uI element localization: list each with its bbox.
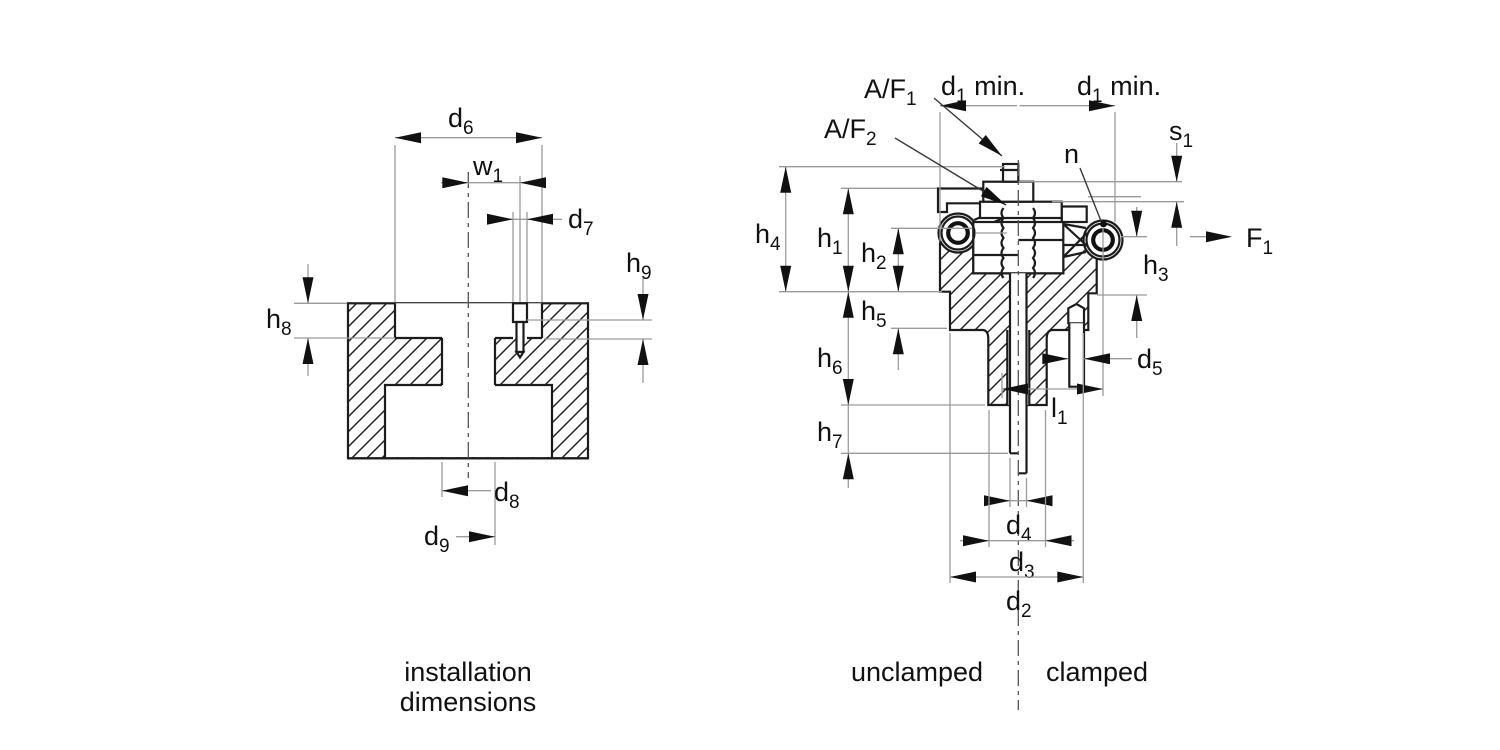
dim-h4: h4	[755, 166, 792, 292]
dim-label-n: n	[1064, 139, 1079, 169]
left-caption-line1: installation	[404, 657, 532, 687]
dim-label-h4: h4	[755, 219, 781, 255]
dim-label-h6: h6	[817, 343, 843, 379]
dim-d2: d2	[949, 333, 1084, 622]
dim-label-h8: h8	[266, 304, 292, 340]
dim-label-af2: A/F2	[824, 114, 877, 150]
dim-label-w1: w1	[472, 151, 503, 187]
dim-h2: h2	[861, 228, 904, 292]
dim-label-d1-right: d1 min.	[1077, 71, 1161, 107]
dim-s1: s1	[1169, 116, 1193, 246]
dim-label-f1: F1	[1246, 223, 1273, 259]
right-caption-unclamped: unclamped	[851, 657, 983, 687]
dim-label-h7: h7	[817, 417, 843, 453]
left-caption-line2: dimensions	[400, 687, 537, 717]
dim-d7: d7	[487, 204, 594, 302]
dim-label-h3: h3	[1143, 250, 1169, 286]
clamp-arm-clamped	[1060, 205, 1088, 224]
dim-label-d6: d6	[448, 103, 474, 139]
dim-label-h5: h5	[861, 296, 887, 332]
roller-left	[940, 215, 976, 251]
dim-d8: d8	[441, 462, 520, 545]
stud-collar	[978, 200, 1063, 220]
callout-n: n	[1064, 139, 1107, 228]
locating-pin	[511, 302, 529, 324]
dim-label-l1: l1	[1051, 393, 1068, 429]
right-caption-clamped: clamped	[1046, 657, 1148, 687]
dim-d3: d3	[960, 410, 1074, 583]
dim-h6: h6	[817, 291, 854, 405]
dim-d1-right: d1 min.	[1019, 71, 1161, 112]
dim-label-h9: h9	[626, 248, 652, 284]
callout-af2: A/F2	[824, 114, 1009, 210]
dim-d1-left: d1 min.	[940, 71, 1025, 112]
dim-w1: w1	[441, 151, 546, 189]
stud-head-af1	[1001, 162, 1020, 183]
dim-label-d1-left: d1 min.	[941, 71, 1025, 107]
dim-d4: d4	[984, 458, 1053, 546]
force-f1: F1	[1190, 223, 1273, 259]
dim-label-d7: d7	[568, 204, 594, 240]
dim-d9: d9	[424, 521, 495, 557]
dim-h5: h5	[861, 296, 904, 370]
dim-label-af1: A/F1	[864, 74, 917, 110]
dim-label-d8: d8	[494, 477, 520, 513]
dim-h7: h7	[817, 405, 854, 488]
dim-label-h1: h1	[817, 223, 843, 259]
dim-h3: h3	[1131, 207, 1169, 338]
thread-right	[1031, 207, 1037, 279]
right-section-view: d1 min. d1 min. A/F1 A/F2 n s1	[755, 71, 1273, 710]
callout-af1: A/F1	[864, 74, 1006, 161]
dim-label-h2: h2	[861, 238, 887, 274]
dim-d5: d5	[1042, 344, 1163, 380]
dim-label-d3: d3	[1009, 547, 1035, 583]
side-bolt-head	[1067, 302, 1086, 325]
n-index-dot	[1100, 220, 1107, 228]
dim-h9: h9	[527, 248, 652, 383]
dim-h8: h8	[266, 264, 395, 376]
dim-h1: h1	[817, 188, 854, 292]
left-section-view: d6 w1 d7 h9	[266, 103, 652, 717]
dim-label-s1: s1	[1169, 116, 1193, 152]
dim-label-d5: d5	[1137, 344, 1163, 380]
dim-label-d9: d9	[424, 521, 450, 557]
dim-label-d2: d2	[1006, 586, 1032, 622]
dim-label-d4: d4	[1006, 510, 1032, 546]
thread-left	[1000, 207, 1005, 279]
side-bolt-shaft	[1068, 323, 1086, 388]
dim-d6: d6	[394, 103, 543, 302]
dim-l1: l1	[1001, 373, 1103, 429]
clamp-rod	[1008, 273, 1028, 475]
